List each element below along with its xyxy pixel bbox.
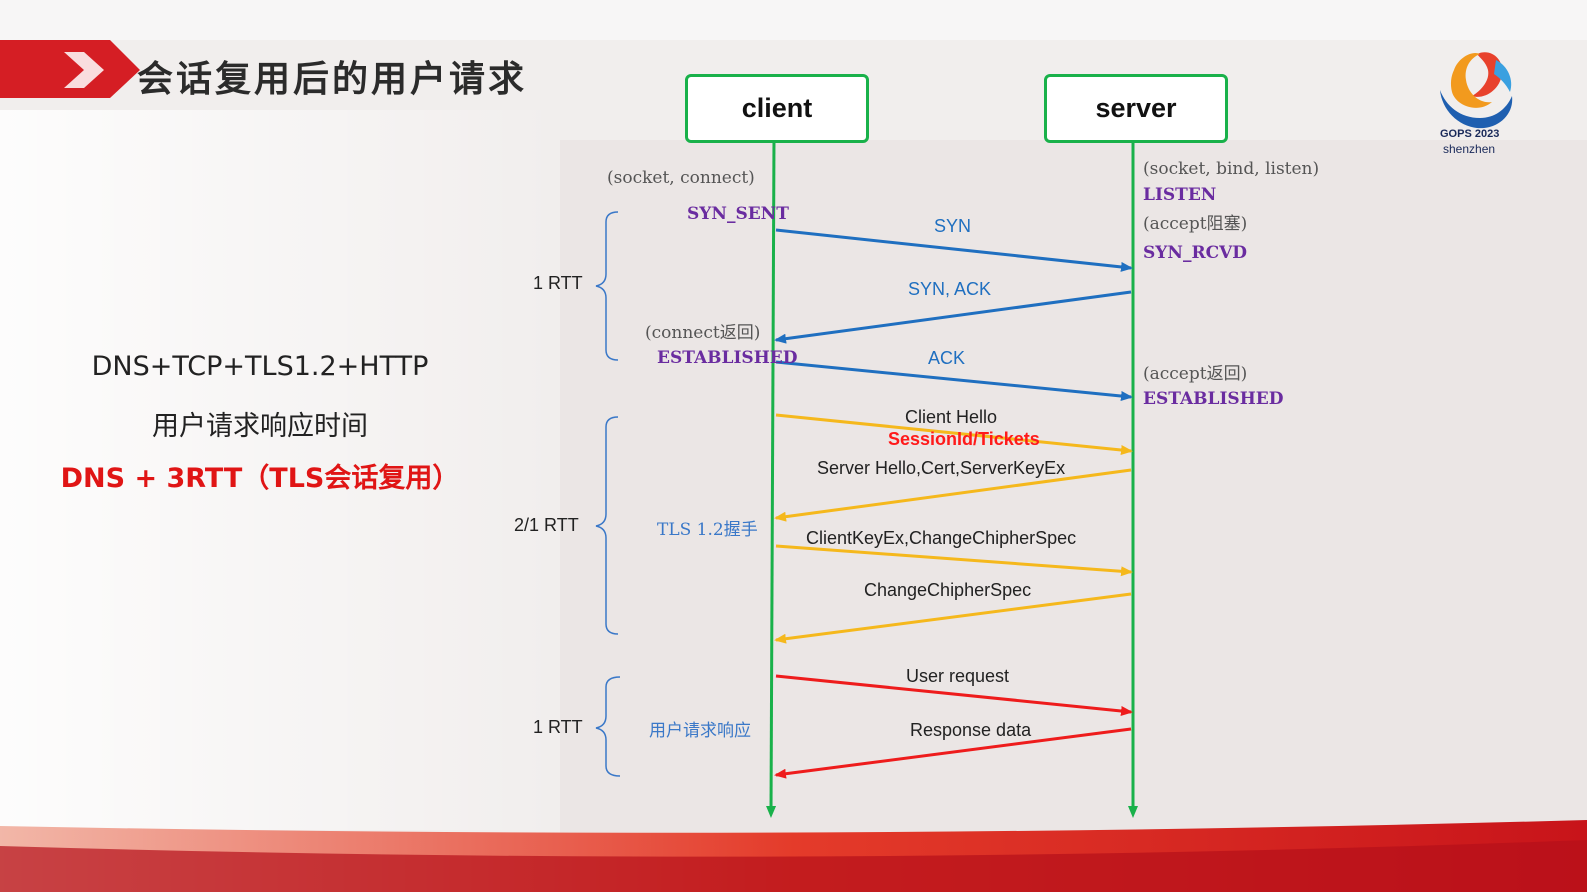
ack-label: ACK (928, 348, 966, 368)
server-hello-arrow (774, 468, 1132, 522)
title-chevron-icon (64, 52, 104, 88)
client-hello-label: Client Hello (905, 407, 998, 427)
server-syn-rcvd-state: SYN_RCVD (1143, 243, 1248, 263)
tcp-rtt-label: 1 RTT (533, 273, 583, 293)
client-syn-sent-state: SYN_SENT (687, 204, 789, 224)
client-established-state: ESTABLISHED (657, 348, 798, 368)
logo-event-city: shenzhen (1443, 142, 1496, 156)
title-ribbon (0, 40, 140, 98)
client-user-request-note: 用户请求响应 (649, 721, 751, 741)
syn-arrow (775, 228, 1133, 272)
client-lifeline (766, 136, 777, 818)
slide-title: 会话复用后的用户请求 (137, 59, 528, 100)
server-established-state: ESTABLISHED (1143, 389, 1284, 409)
gops-logo-icon (1440, 52, 1513, 129)
client-key-exchange-arrow (775, 544, 1133, 577)
response-data-label: Response data (910, 720, 1032, 740)
protocol-stack-text: DNS+TCP+TLS1.2+HTTP (91, 351, 429, 382)
client-key-exchange-label: ClientKeyEx,ChangeChipherSpec (806, 528, 1077, 548)
client-box: client (685, 74, 869, 143)
logo-event-name: GOPS 2023 (1440, 128, 1500, 140)
change-cipher-spec-arrow (774, 592, 1132, 644)
session-id-label: SessionId/Tickets (888, 429, 1040, 449)
server-hello-label: Server Hello,Cert,ServerKeyEx (817, 458, 1066, 478)
syn-label: SYN (934, 216, 972, 236)
client-socket-connect-note: (socket, connect) (607, 168, 755, 188)
client-hello-arrow (775, 413, 1133, 455)
server-box: server (1044, 74, 1228, 143)
http-rtt-brace (595, 676, 621, 777)
syn-ack-arrow (774, 290, 1132, 344)
syn-ack-label: SYN, ACK (908, 279, 992, 299)
change-cipher-spec-label: ChangeChipherSpec (864, 580, 1032, 600)
http-rtt-label: 1 RTT (533, 717, 583, 737)
tcp-rtt-brace (595, 211, 619, 361)
user-request-label: User request (906, 666, 1010, 686)
client-tls-handshake-note: TLS 1.2握手 (657, 520, 758, 540)
tls-rtt-brace (595, 416, 619, 635)
tls-rtt-label: 2/1 RTT (514, 515, 579, 535)
response-time-label: 用户请求响应时间 (152, 411, 368, 442)
server-accept-return-note: (accept返回) (1143, 364, 1248, 384)
ack-arrow (775, 360, 1133, 401)
response-time-value: DNS + 3RTT（TLS会话复用） (60, 463, 460, 494)
server-socket-bind-listen-note: (socket, bind, listen) (1143, 159, 1320, 179)
server-accept-block-note: (accept阻塞) (1143, 214, 1248, 234)
response-data-arrow (774, 727, 1132, 779)
client-connect-return-note: (connect返回) (645, 323, 761, 343)
server-listen-state: LISTEN (1143, 185, 1217, 205)
user-request-arrow (775, 674, 1133, 716)
